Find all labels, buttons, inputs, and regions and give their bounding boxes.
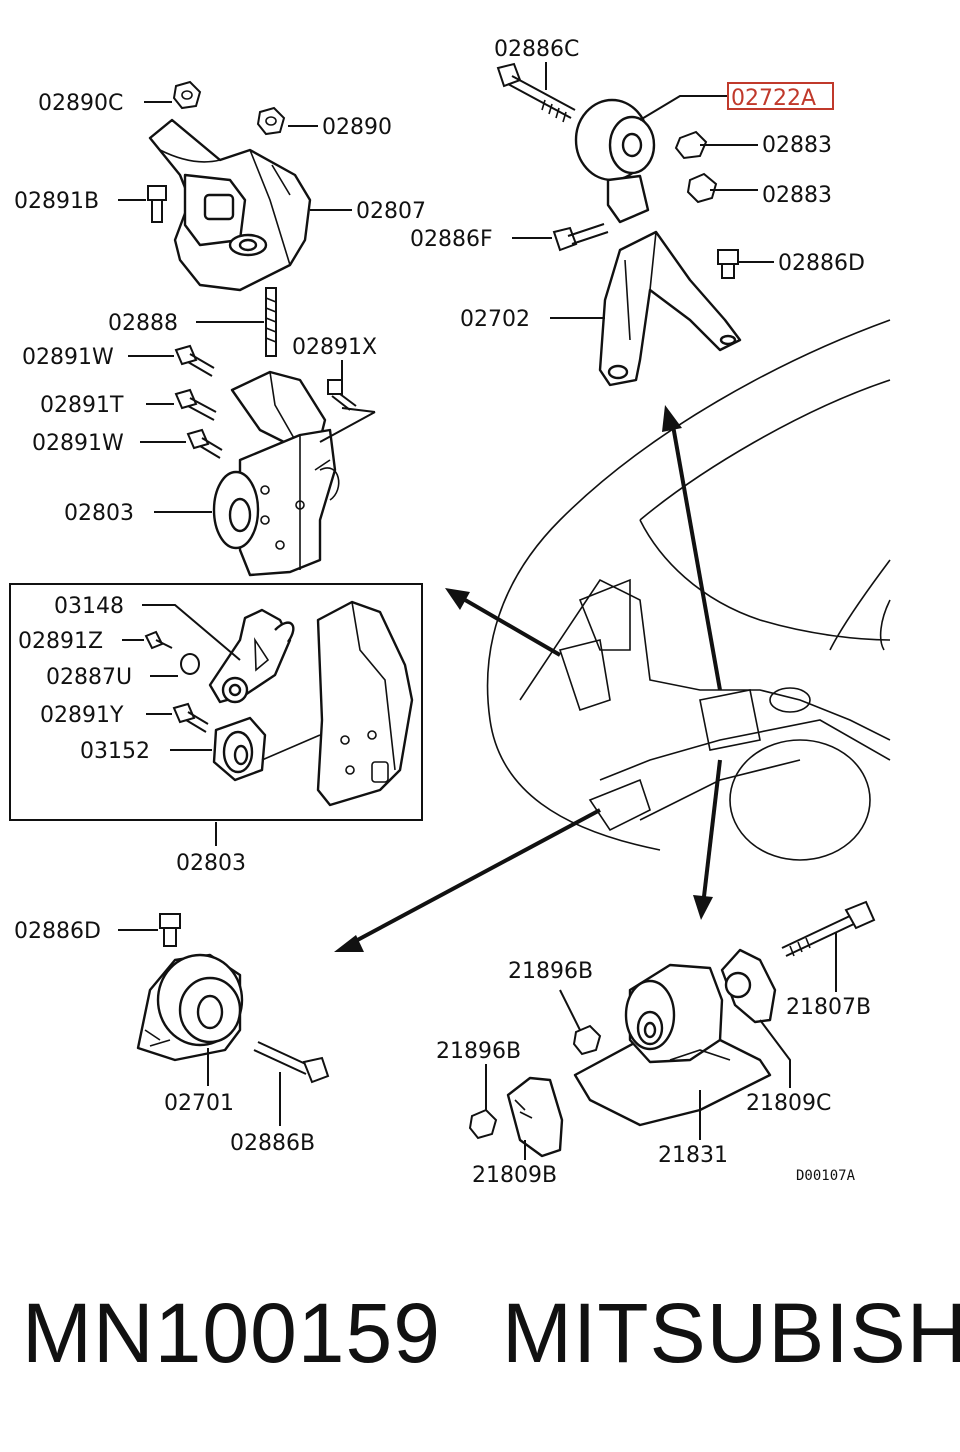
label-02722A: 02722A — [731, 86, 816, 111]
stopper-21809B-icon — [506, 1076, 564, 1158]
label-21809C: 21809C — [746, 1091, 831, 1116]
pointer-arrows — [334, 405, 722, 952]
nut-02890-icon — [256, 106, 286, 136]
label-02890C: 02890C — [38, 91, 123, 116]
upper-left-mount-group — [147, 80, 312, 357]
detail-box-02803 — [9, 583, 423, 821]
mount-21831-icon — [573, 963, 772, 1127]
arrow-to-02803 — [458, 595, 562, 657]
label-02886F: 02886F — [410, 227, 493, 252]
arrow-to-02701 — [349, 808, 601, 946]
label-02886D-upper: 02886D — [778, 251, 865, 276]
arrow-to-02702 — [670, 419, 722, 691]
bracket-02803-detail-icon — [261, 600, 414, 807]
drawing-code: D00107A — [796, 1168, 856, 1184]
label-02891Y: 02891Y — [40, 703, 124, 728]
label-02886D-lower: 02886D — [14, 919, 101, 944]
label-02803-detail: 02803 — [176, 851, 246, 876]
arrow-to-21831 — [701, 759, 722, 906]
label-02891W-upper: 02891W — [22, 345, 114, 370]
arrow-head-up — [662, 405, 682, 432]
part-number: MN100159 — [22, 1286, 441, 1380]
label-02891X: 02891X — [292, 335, 377, 360]
label-02803-upper: 02803 — [64, 501, 134, 526]
arrow-head-left — [445, 588, 470, 610]
bushing-03152-icon — [212, 716, 267, 782]
brand-name: MITSUBISHI — [502, 1286, 960, 1380]
label-02701: 02701 — [164, 1091, 234, 1116]
lower-left-mount-group — [136, 913, 330, 1084]
bracket-02803-upper-icon — [230, 370, 327, 447]
part-labels: 02886C 02722A 02883 02883 02886F 02886D … — [14, 37, 871, 1188]
mount-02807-icon — [148, 118, 312, 292]
label-02891Z: 02891Z — [18, 629, 103, 654]
label-21807B: 21807B — [786, 995, 871, 1020]
label-21809B: 21809B — [472, 1163, 557, 1188]
label-02890: 02890 — [322, 115, 392, 140]
label-02888: 02888 — [108, 311, 178, 336]
bolt-02891W-upper-icon — [174, 344, 215, 377]
label-02883-lower: 02883 — [762, 183, 832, 208]
stopper-21809C-icon — [720, 948, 777, 1024]
label-21896B-lower: 21896B — [436, 1039, 521, 1064]
nut-02883-lower-icon — [686, 172, 718, 204]
label-02887U: 02887U — [46, 665, 132, 690]
footer-caption: MN100159 MITSUBISHI — [0, 1285, 960, 1405]
stud-02888-icon — [265, 287, 277, 357]
nut-21896B-upper-icon — [572, 1024, 602, 1056]
bolt-02891X-icon — [327, 379, 357, 411]
label-02891B: 02891B — [14, 189, 99, 214]
nut-21896B-lower-icon — [468, 1108, 498, 1140]
label-02891W-lower: 02891W — [32, 431, 124, 456]
bolt-21807B-icon — [781, 900, 876, 957]
mount-02803-icon — [212, 428, 340, 577]
leader-lines — [118, 62, 837, 1160]
nut-02890C-icon — [172, 80, 202, 110]
label-02886B: 02886B — [230, 1131, 315, 1156]
bolt-02886C-icon — [496, 62, 576, 123]
label-02702: 02702 — [460, 307, 530, 332]
car-body-outline — [486, 319, 891, 861]
washer-02887U-icon — [180, 653, 200, 675]
bushing-02722A-icon — [574, 98, 656, 224]
highlight-box — [727, 82, 834, 110]
label-03152: 03152 — [80, 739, 150, 764]
bolt-02891T-icon — [174, 388, 217, 421]
nut-02883-upper-icon — [674, 130, 708, 160]
label-21896B-upper: 21896B — [508, 959, 593, 984]
label-02807: 02807 — [356, 199, 426, 224]
bolt-02891B-icon — [147, 185, 167, 223]
label-02886C: 02886C — [494, 37, 579, 62]
bolt-02886F-icon — [552, 223, 609, 252]
engine-mount-diagram: 02886C 02722A 02883 02883 02886F 02886D … — [9, 37, 891, 1188]
arrow-head-down-left — [334, 935, 364, 952]
lower-right-mount-group — [468, 900, 876, 1158]
upper-right-mount-group — [496, 62, 742, 387]
bolt-02891Y-icon — [172, 702, 209, 733]
label-03148: 03148 — [54, 594, 124, 619]
bolt-02891W-lower-icon — [186, 428, 223, 459]
bolt-02886B-icon — [253, 1041, 330, 1084]
bolt-02886D-upper-icon — [717, 249, 739, 279]
label-02891T: 02891T — [40, 393, 124, 418]
middle-left-mount-group — [174, 344, 376, 577]
bolt-02886D-lower-icon — [159, 913, 181, 947]
bracket-02702-icon — [598, 230, 742, 387]
label-21831: 21831 — [658, 1143, 728, 1168]
arrow-head-down — [693, 895, 713, 920]
label-02883-upper: 02883 — [762, 133, 832, 158]
bolt-02891Z-icon — [144, 630, 173, 650]
bracket-03148-icon — [208, 608, 295, 704]
mount-02701-icon — [136, 953, 244, 1062]
